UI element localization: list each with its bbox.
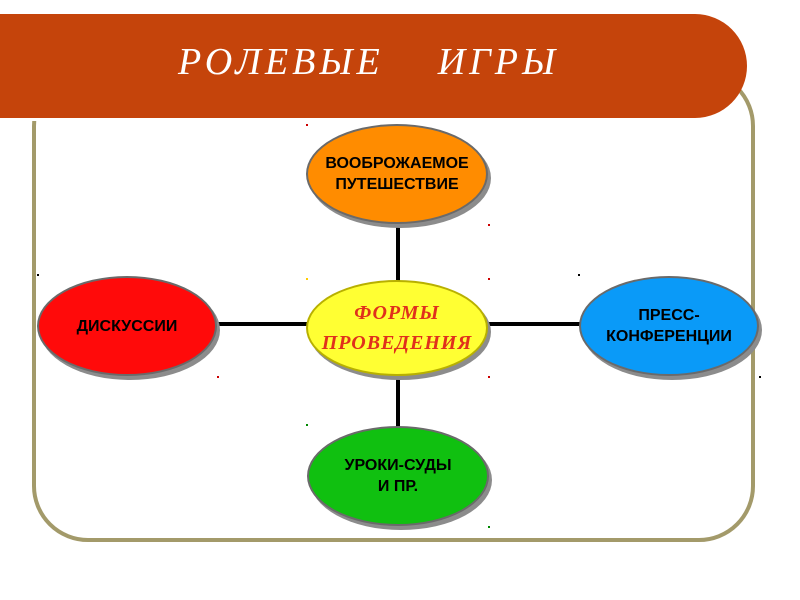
node-label: ДИСКУССИИ xyxy=(76,317,178,335)
node-label: ВООБРОЖАЕМОЕ ПУТЕШЕСТВИЕ xyxy=(325,155,469,193)
decor-dot xyxy=(306,278,308,280)
node-label: ПРЕСС- КОНФЕРЕНЦИИ xyxy=(606,307,732,345)
connector-top xyxy=(396,220,400,282)
decor-dot xyxy=(306,424,308,426)
node-press-conferences: ПРЕСС- КОНФЕРЕНЦИИ xyxy=(579,276,759,376)
decor-dot xyxy=(488,376,490,378)
title-banner xyxy=(0,14,747,121)
decor-dot xyxy=(759,376,761,378)
node-imaginary-journey: ВООБРОЖАЕМОЕ ПУТЕШЕСТВИЕ xyxy=(306,124,488,224)
node-trial-lessons: УРОКИ-СУДЫ И ПР. xyxy=(307,426,489,526)
center-label: ФОРМЫ ПРОВЕДЕНИЯ xyxy=(321,302,473,354)
decor-dot xyxy=(578,274,580,276)
node-discussions: ДИСКУССИИ xyxy=(37,276,217,376)
connector-bottom xyxy=(396,372,400,430)
page-title: РОЛЕВЫЕ ИГРЫ xyxy=(178,41,560,83)
decor-dot xyxy=(488,278,490,280)
decor-dot xyxy=(306,124,308,126)
decor-dot xyxy=(37,274,39,276)
connector-right xyxy=(486,322,582,326)
node-forms-center: ФОРМЫ ПРОВЕДЕНИЯ xyxy=(306,280,488,376)
node-label: УРОКИ-СУДЫ И ПР. xyxy=(344,457,452,495)
connector-left xyxy=(214,322,310,326)
banner-underline xyxy=(0,118,708,121)
decor-dot xyxy=(488,224,490,226)
decor-dot xyxy=(488,526,490,528)
decor-dot xyxy=(217,376,219,378)
